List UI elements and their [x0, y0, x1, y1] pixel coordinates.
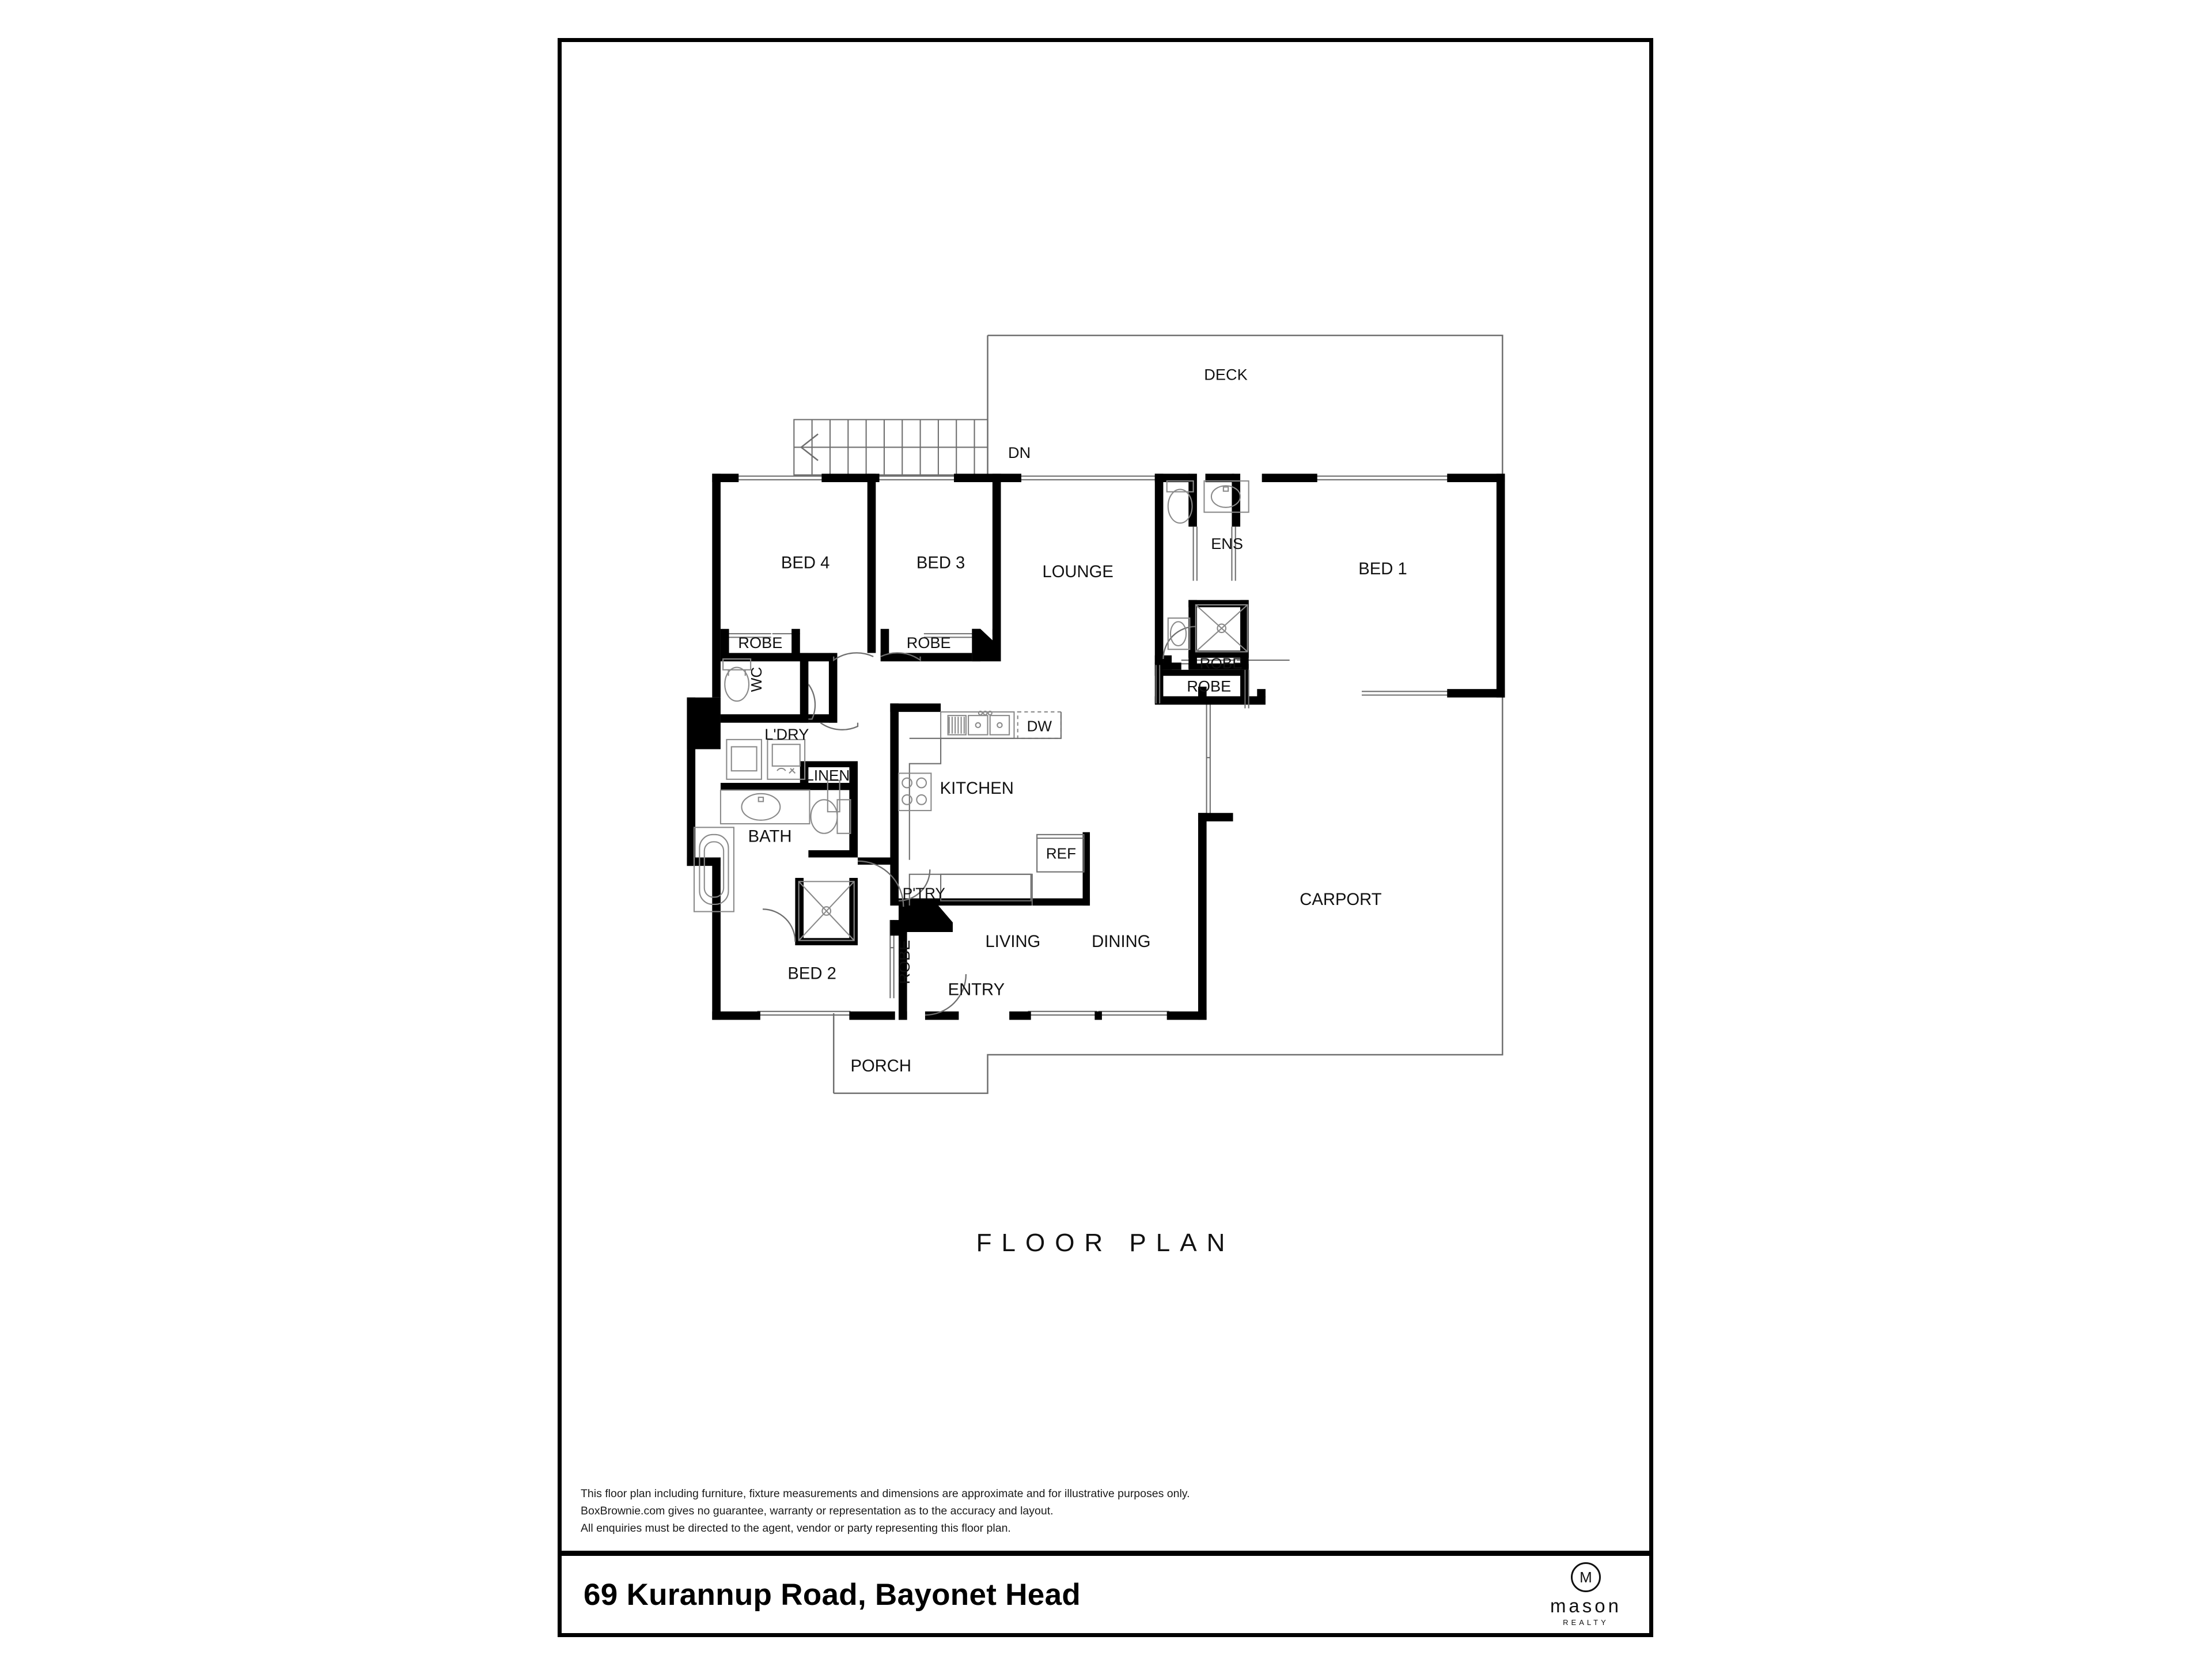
room-label-entry: ENTRY	[948, 981, 1005, 999]
bath-vanity-icon	[719, 789, 810, 825]
room-label-robe-bed3: ROBE	[907, 634, 951, 652]
room-label-carport: CARPORT	[1300, 891, 1381, 909]
room-label-bed3: BED 3	[916, 554, 965, 572]
room-label-deck: DECK	[1204, 366, 1247, 384]
room-label-living: LIVING	[985, 933, 1040, 951]
room-label-kitchen: KITCHEN	[940, 779, 1014, 798]
page-title: FLOOR PLAN	[976, 1229, 1235, 1257]
ens-shower-icon	[1195, 604, 1248, 653]
room-label-ldry: L'DRY	[764, 725, 809, 743]
room-label-wc: WC	[748, 667, 765, 692]
footer-bar: 69 Kurannup Road, Bayonet Head M mason R…	[558, 1551, 1653, 1637]
room-label-lounge: LOUNGE	[1042, 563, 1113, 581]
kitchen-benchtop-lines	[908, 711, 1062, 906]
room-label-dw: DW	[1027, 717, 1052, 734]
mason-realty-logo: M mason REALTY	[1550, 1562, 1622, 1627]
room-label-bed1: BED 1	[1358, 560, 1407, 578]
circle-m-icon: M	[1570, 1562, 1601, 1592]
ens-basin-icon	[1167, 617, 1191, 650]
room-labels: DECK DN BED 4 BED 3 LOUNGE ENS BED 1 ROB…	[738, 366, 1407, 1076]
room-label-dining: DINING	[1092, 933, 1150, 951]
ens-toilet-icon	[1166, 480, 1194, 524]
staircase	[793, 419, 988, 476]
refrigerator-icon	[1036, 834, 1085, 873]
room-label-bath: BATH	[748, 827, 792, 846]
room-label-dn: DN	[1008, 444, 1031, 461]
walls	[687, 474, 1505, 1020]
wc-toilet-icon	[722, 658, 752, 702]
carport-outline	[834, 474, 1503, 1094]
room-label-ens: ENS	[1211, 535, 1243, 552]
plan-drawing-area: DECK DN BED 4 BED 3 LOUNGE ENS BED 1 ROB…	[558, 42, 1653, 1637]
kitchen-sink-icon	[940, 710, 1015, 739]
bath-toilet-icon	[810, 779, 851, 834]
room-label-ref: REF	[1046, 845, 1076, 862]
bathtub-icon	[693, 827, 734, 912]
room-label-bed2: BED 2	[787, 964, 836, 983]
room-label-robe-bed2: ROBE	[895, 940, 913, 984]
brand-tagline: REALTY	[1563, 1618, 1609, 1627]
laundry-appliance-icon	[726, 738, 762, 780]
floor-plan-page: DECK DN BED 4 BED 3 LOUNGE ENS BED 1 ROB…	[558, 38, 1653, 1637]
room-label-linen: LINEN	[805, 767, 850, 784]
laundry-trough-icon	[767, 738, 806, 780]
ens-vanity-icon	[1203, 480, 1249, 513]
room-label-porch: PORCH	[850, 1057, 911, 1075]
outdoor-outlines	[832, 334, 1503, 1094]
property-address: 69 Kurannup Road, Bayonet Head	[584, 1577, 1081, 1612]
room-label-bed4: BED 4	[781, 554, 830, 572]
room-label-robe-ens: ROBE	[1200, 655, 1243, 672]
cooktop-icon	[897, 772, 932, 812]
door-swings	[763, 626, 1196, 1016]
brand-name: mason	[1550, 1595, 1622, 1616]
room-label-ptry: P'TRY	[903, 885, 945, 902]
disclaimer-text: This floor plan including furniture, fix…	[581, 1485, 1190, 1537]
disclaimer-line-3: All enquiries must be directed to the ag…	[581, 1522, 1011, 1535]
disclaimer-line-2: BoxBrownie.com gives no guarantee, warra…	[581, 1505, 1054, 1517]
deck-outline	[987, 334, 1503, 474]
floor-plan-drawing: DECK DN BED 4 BED 3 LOUNGE ENS BED 1 ROB…	[687, 334, 1505, 1094]
disclaimer-line-1: This floor plan including furniture, fix…	[581, 1487, 1190, 1500]
fixtures	[693, 480, 1249, 941]
bath-shower-icon	[798, 881, 855, 941]
room-label-robe-bed1: ROBE	[1187, 677, 1231, 695]
window-lines	[725, 475, 1457, 1016]
room-label-robe-bed4: ROBE	[738, 634, 782, 652]
